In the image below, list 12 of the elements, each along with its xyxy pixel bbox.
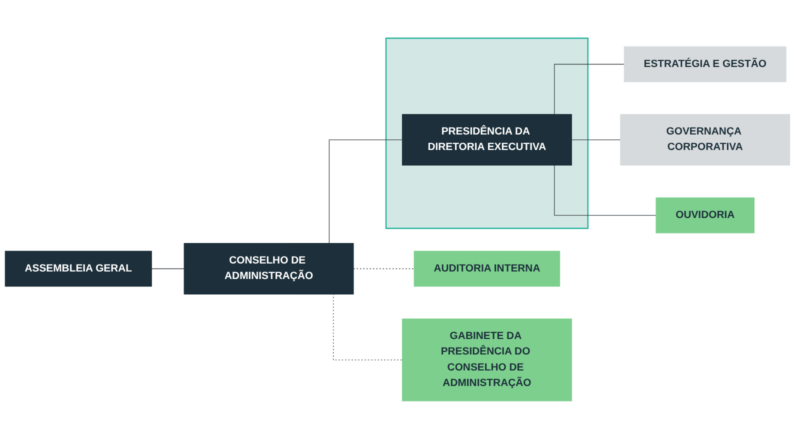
connector — [353, 268, 414, 270]
node-box: CONSELHO DE ADMINISTRAÇÃO — [184, 243, 354, 295]
node-box: PRESIDÊNCIA DA DIRETORIA EXECUTIVA — [402, 114, 572, 166]
connector — [151, 268, 184, 270]
node-box: GABINETE DA PRESIDÊNCIA DO CONSELHO DE ADMINISTRAÇÃO — [402, 319, 572, 402]
node-box: ASSEMBLEIA GERAL — [4, 251, 152, 288]
node-box: GOVERNANÇA CORPORATIVA — [620, 114, 790, 166]
node-box: OUVIDORIA — [656, 198, 754, 234]
connector — [571, 140, 621, 141]
node-box: AUDITORIA INTERNA — [414, 251, 560, 288]
cluster — [385, 38, 589, 230]
node-box: ESTRATÉGIA E GESTÃO — [624, 46, 786, 83]
